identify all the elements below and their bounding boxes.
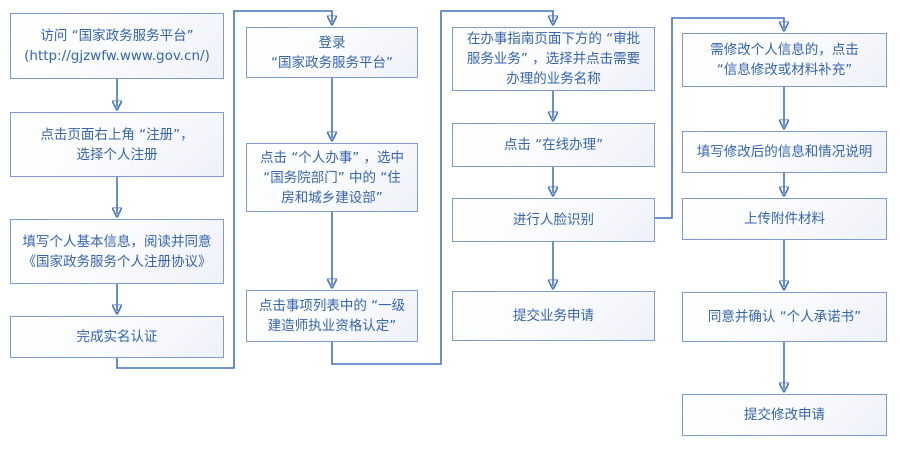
step-online-handling: 点击 “在线办理” [452,123,655,167]
step-click-register: 点击页面右上角 “注册”， 选择个人注册 [10,112,224,177]
step-login-platform: 登录 “国家政务服务平台” [246,27,418,78]
step-select-approval-service: 在办事指南页面下方的 “审批 服务业务” ，选择并点击需要 办理的业务名称 [452,27,655,91]
step-upload-attachments: 上传附件材料 [682,198,887,240]
step-confirm-personal-commitment: 同意并确认 “个人承诺书” [682,292,887,342]
step-submit-business-application: 提交业务申请 [452,291,655,341]
step-fill-basic-info: 填写个人基本信息，阅读并同意 《国家政务服务个人注册协议》 [10,219,224,284]
step-visit-platform: 访问 “国家政务服务平台” (http://gjzwfw.www.gov.cn/… [10,13,224,79]
step-face-recognition: 进行人脸识别 [452,198,655,242]
step-submit-modification: 提交修改申请 [682,394,887,436]
step-info-modify-entry: 需修改个人信息的，点击 “信息修改或材料补充” [682,33,887,87]
step-fill-modified-info: 填写修改后的信息和情况说明 [682,131,887,173]
step-personal-affairs: 点击 “个人办事” ，选中 “国务院部门” 中的 “住 房和城乡建设部” [246,143,418,212]
step-realname-auth: 完成实名认证 [10,316,224,358]
step-select-qualification-item: 点击事项列表中的 “一级 建造师执业资格认定” [246,290,418,342]
